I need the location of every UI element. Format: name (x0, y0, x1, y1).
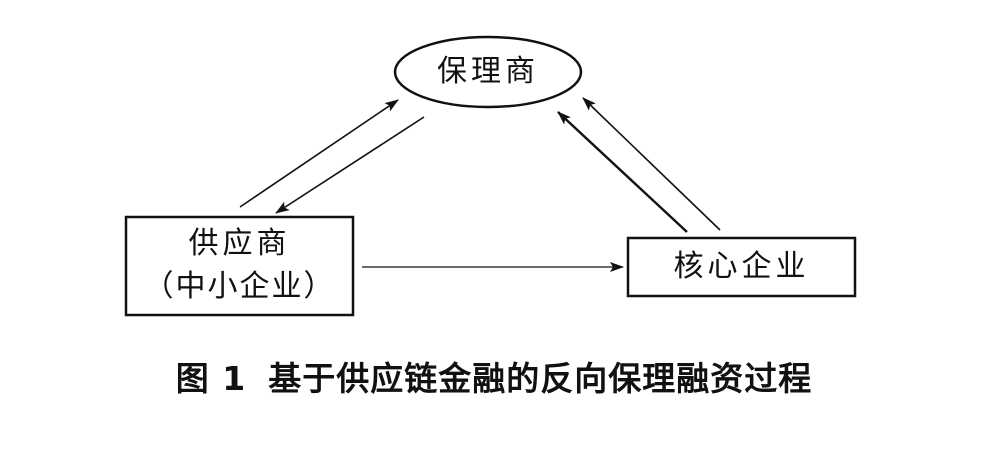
factor-label: 保理商 (437, 54, 539, 89)
core-label: 核心企业 (673, 249, 810, 284)
supplier-label-line2: （中小企业） (143, 269, 336, 304)
figure-caption: 图 1 基于供应链金融的反向保理融资过程 (0, 352, 988, 400)
supplier-label-line1: 供应商 (188, 226, 291, 261)
arrow-core-to-factor-1 (557, 111, 688, 233)
figure-number: 图 1 (175, 359, 247, 398)
supplier-node-box (124, 215, 355, 317)
figure-title: 基于供应链金融的反向保理融资过程 (268, 359, 813, 398)
core-node-box (626, 236, 857, 298)
factor-node-ellipse (393, 35, 583, 109)
arrow-supplier-to-factor (239, 99, 399, 208)
arrow-core-to-factor-2 (582, 97, 721, 231)
arrow-factor-to-supplier (275, 116, 425, 214)
